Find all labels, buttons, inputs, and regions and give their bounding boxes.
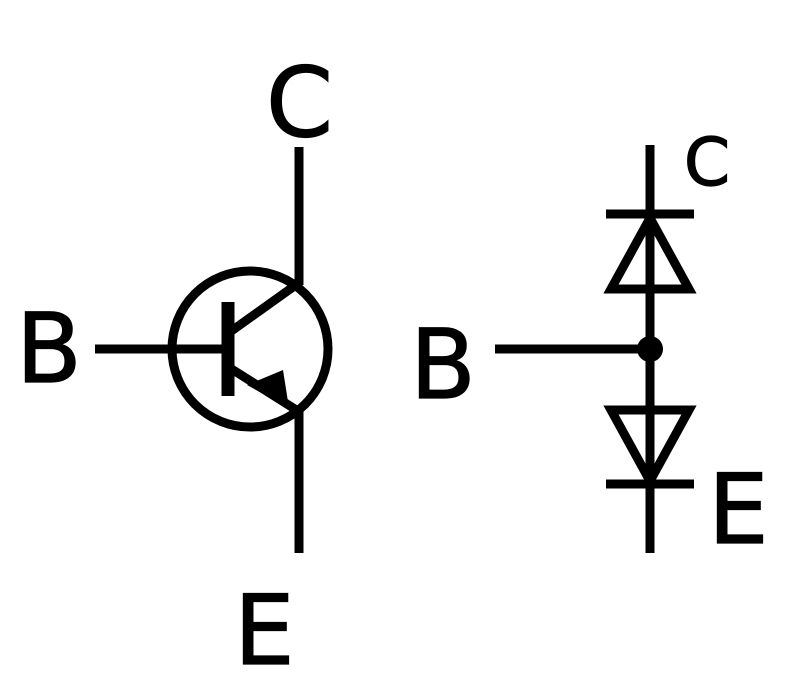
diode-base-label: B xyxy=(410,309,476,421)
collector-diode-triangle-icon xyxy=(603,208,697,294)
transistor-symbol xyxy=(95,147,333,553)
emitter-diode-triangle-icon xyxy=(603,405,697,491)
transistor-emitter-label: E xyxy=(234,575,295,687)
junction-dot xyxy=(637,336,663,362)
diode-model xyxy=(495,145,697,553)
collector-internal-line xyxy=(227,278,303,336)
diode-emitter-label: E xyxy=(708,454,769,566)
transistor-base-label: B xyxy=(16,293,82,405)
transistor-collector-label: C xyxy=(266,47,333,159)
diode-collector-label: C xyxy=(684,124,730,201)
emitter-arrow-icon xyxy=(247,370,289,408)
